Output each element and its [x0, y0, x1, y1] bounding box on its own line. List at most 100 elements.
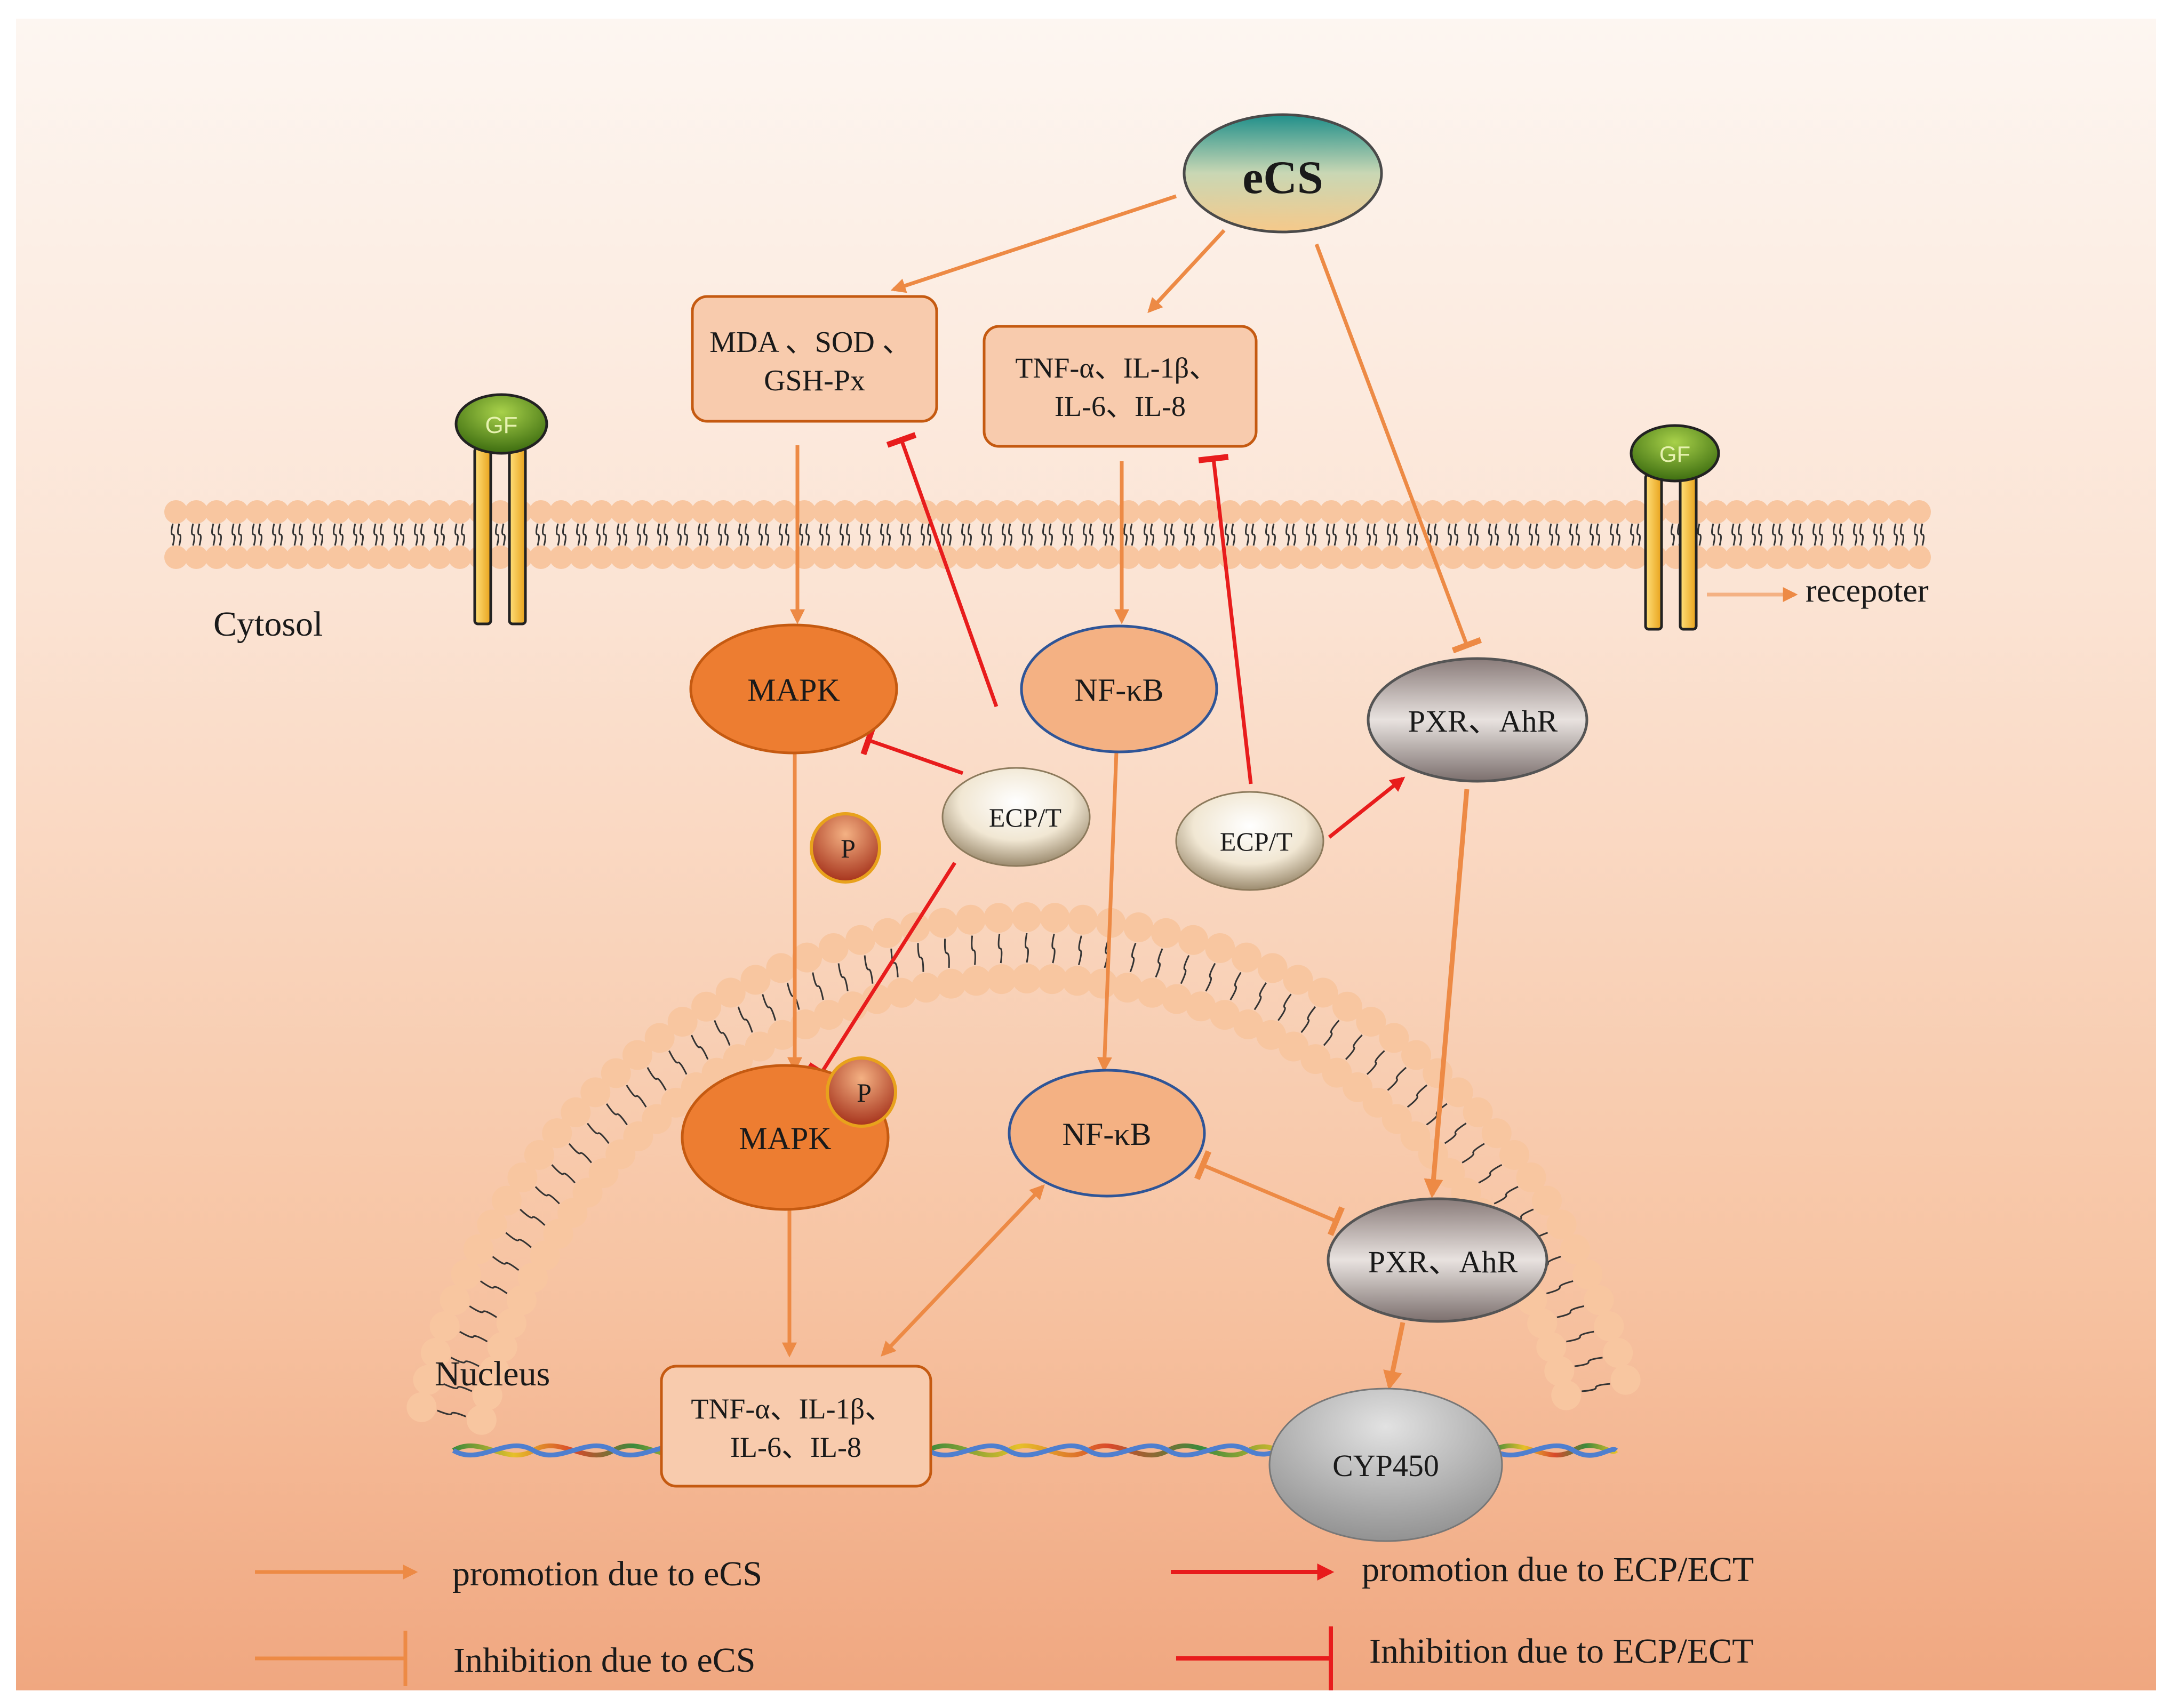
lipid-head — [245, 546, 269, 569]
lipid-head — [1076, 500, 1100, 524]
lipid-head — [752, 500, 776, 524]
lipid-head — [1522, 546, 1546, 569]
lipid-tail — [1478, 1164, 1503, 1184]
lipid-tail — [1184, 523, 1188, 546]
lipid-tail — [1367, 523, 1371, 546]
lipid-head — [1907, 546, 1931, 569]
edge-ecpt-inhibit-cytokines — [1198, 454, 1253, 784]
lipid-head — [1907, 500, 1931, 524]
ecs-label: eCS — [1242, 152, 1323, 204]
lipid-tail — [1630, 523, 1634, 546]
lipid-head — [185, 500, 208, 524]
lipid-tail — [981, 523, 986, 546]
lipid-head — [1205, 933, 1235, 964]
lipid-head — [767, 1020, 797, 1050]
lipid-tail — [520, 1208, 546, 1226]
lipid-tail — [860, 523, 864, 546]
lipid-tail — [812, 972, 824, 1000]
lipid-tail — [927, 523, 931, 546]
nfkb-nucleus-node — [1008, 1069, 1206, 1198]
lipid-tail — [420, 523, 425, 546]
lipid-tail — [1636, 523, 1641, 546]
lipid-head — [715, 977, 746, 1008]
lipid-head — [1826, 500, 1850, 524]
lipid-tail — [1366, 1050, 1385, 1075]
lipid-head — [1016, 546, 1039, 569]
lipid-head — [570, 500, 593, 524]
lipid-tail — [1414, 523, 1418, 546]
pxr-ahr-nucleus-label: PXR、AhR — [1368, 1245, 1518, 1279]
lipid-head — [1463, 1097, 1493, 1127]
lipid-head — [766, 953, 796, 983]
lipid-head — [1279, 1031, 1309, 1062]
lipid-head — [524, 1140, 554, 1170]
lipid-head — [529, 546, 553, 569]
edge-ecpt-inhibit-mapk-nuc — [807, 862, 956, 1084]
lipid-tail — [1819, 523, 1823, 546]
lipid-head — [1062, 966, 1092, 996]
lipid-tail — [1772, 523, 1776, 546]
lipid-head — [420, 1337, 451, 1368]
lipid-tail — [1546, 1280, 1574, 1295]
lipid-tail — [492, 1256, 520, 1271]
lipid-tail — [1089, 523, 1093, 546]
lipid-head — [185, 546, 208, 569]
lipid-head — [1705, 546, 1728, 569]
lipid-tail — [1738, 523, 1742, 546]
lipid-tail — [582, 523, 587, 546]
lipid-tail — [1488, 523, 1492, 546]
lipid-head — [712, 546, 735, 569]
lipid-tail — [1326, 523, 1330, 546]
mapk-cytosol-label: MAPK — [747, 672, 840, 708]
lipid-tail — [762, 993, 777, 1021]
lipid-tail — [1300, 1006, 1316, 1033]
lipid-head — [1279, 500, 1303, 524]
lipid-tail — [1900, 523, 1904, 546]
lipid-head — [451, 1259, 481, 1289]
lipid-head — [1162, 984, 1192, 1014]
lipid-tail — [197, 523, 202, 546]
lipid-head — [1603, 1337, 1633, 1368]
lipid-head — [507, 1162, 538, 1193]
lipid-tail — [1225, 523, 1229, 546]
gf-receptor-right: GF — [1630, 424, 1720, 631]
lipid-head — [1340, 500, 1363, 524]
edge-ecpt-inhibit-mapk — [860, 725, 964, 775]
lipid-tail — [1129, 943, 1137, 973]
lipid-head — [1097, 546, 1120, 569]
lipid-head — [1380, 500, 1404, 524]
lipid-head — [833, 500, 857, 524]
lipid-head — [549, 546, 573, 569]
lipid-head — [1543, 500, 1566, 524]
legend-promotion-ecp-label: promotion due to ECP/ECT — [1362, 1550, 1754, 1589]
lipid-head — [1012, 902, 1042, 932]
lipid-tail — [737, 1006, 753, 1033]
lipid-head — [1532, 1185, 1562, 1216]
lipid-head — [1198, 500, 1221, 524]
lipid-tail — [1069, 523, 1073, 546]
lipid-head — [225, 500, 249, 524]
lipid-tail — [258, 523, 262, 546]
ecp-edges — [807, 432, 1406, 1084]
cytosol-label: Cytosol — [213, 605, 323, 644]
lipid-head — [610, 546, 634, 569]
lipid-tail — [437, 1409, 467, 1417]
lipid-head — [1178, 500, 1201, 524]
lipid-head — [428, 500, 451, 524]
lipid-tail — [1444, 1122, 1467, 1144]
lipid-tail — [1407, 523, 1411, 546]
lipid-head — [517, 1262, 548, 1293]
lipid-head — [477, 1209, 507, 1240]
lipid-head — [164, 500, 188, 524]
cyp450-node — [1268, 1388, 1503, 1542]
lipid-tail — [1205, 963, 1216, 992]
lipid-tail — [252, 523, 256, 546]
lipid-head — [813, 1000, 844, 1030]
lipid-tail — [1535, 523, 1539, 546]
lipid-head — [529, 500, 553, 524]
lipid-tail — [1616, 523, 1620, 546]
lipid-tail — [907, 523, 911, 546]
lipid-head — [1016, 500, 1039, 524]
lipid-head — [266, 546, 289, 569]
lipid-tail — [968, 523, 972, 546]
